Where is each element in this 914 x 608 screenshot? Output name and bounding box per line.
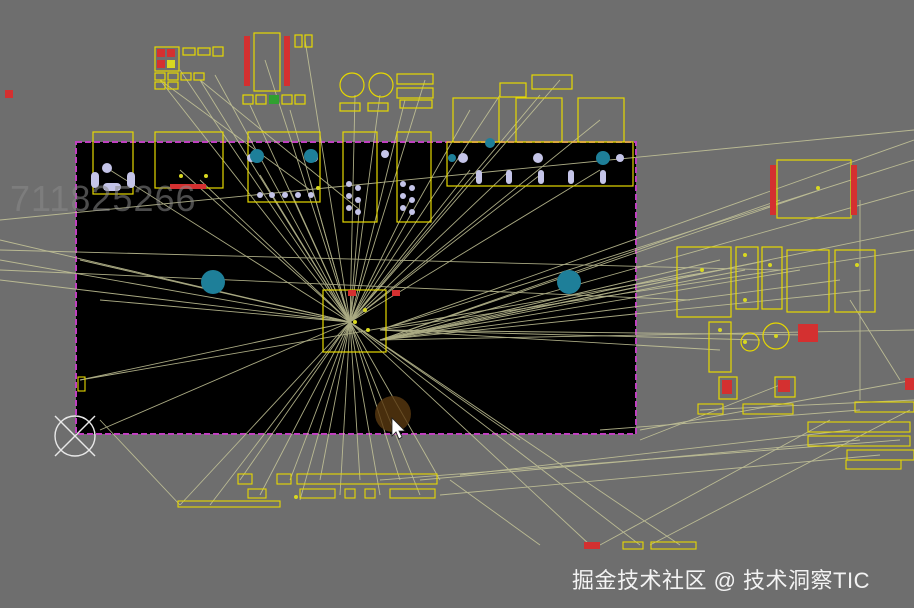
smd-red-pads — [5, 90, 914, 549]
pcb-board[interactable] — [75, 141, 637, 435]
watermark-text: 掘金技术社区 @ 技术洞察TIC — [572, 568, 870, 593]
round-components[interactable] — [375, 322, 790, 432]
pin-markers — [179, 174, 859, 499]
ratsnest-lines — [0, 39, 914, 546]
passive-footprints — [77, 376, 914, 550]
origin-crosshair-icon — [54, 415, 96, 457]
component-cluster-top-left[interactable] — [154, 32, 573, 112]
board-connectors[interactable] — [92, 97, 876, 400]
ghost-number-text: 711825266 — [10, 178, 197, 219]
mounting-holes[interactable] — [201, 138, 610, 294]
mouse-pointer-icon — [391, 417, 406, 440]
